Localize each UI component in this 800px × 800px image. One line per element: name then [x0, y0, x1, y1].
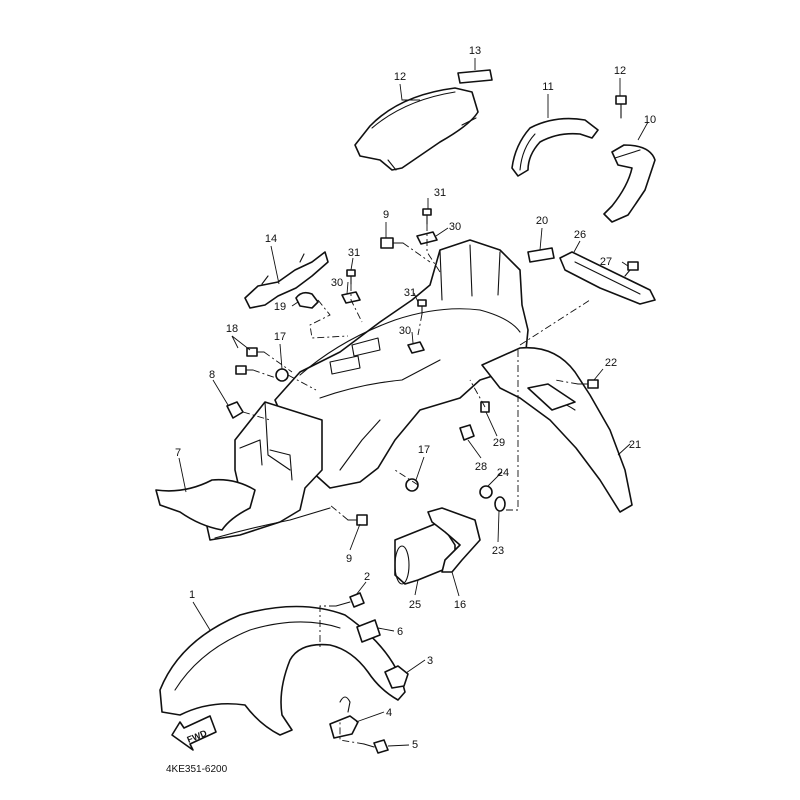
part-16-bracket — [427, 507, 481, 573]
callout-14: 13 — [469, 45, 481, 57]
part-27-bolt — [624, 261, 639, 277]
dash-lines — [242, 224, 591, 745]
callout-numbers: 13 12 11 12 10 14 9 31 30 31 30 19 31 30… — [175, 45, 656, 751]
fastener-30-top — [416, 231, 438, 245]
callout-31-low: 31 — [404, 287, 416, 299]
callout-22: 22 — [605, 357, 617, 369]
part-7-flap — [155, 478, 256, 531]
callout-8: 8 — [209, 369, 215, 381]
fastener-9-lower — [347, 514, 368, 526]
callout-11: 11 — [542, 81, 553, 93]
callout-16: 16 — [454, 599, 466, 611]
callout-1: 1 — [189, 589, 195, 601]
callout-18: 18 — [226, 323, 238, 335]
callout-3: 3 — [427, 655, 433, 667]
fastener-30-mid — [341, 291, 361, 304]
fastener-31-top — [422, 208, 432, 225]
part-4-clip — [329, 696, 359, 739]
part-5-bolt — [363, 739, 389, 754]
callout-29: 29 — [493, 437, 505, 449]
callout-15: 14 — [265, 233, 277, 245]
part-6-sticker — [356, 619, 381, 643]
callout-21: 21 — [629, 439, 641, 451]
part-2-bolt — [335, 592, 365, 608]
part-20-pad — [527, 247, 555, 263]
callout-12: 12 — [614, 65, 626, 77]
part-1-front-fender — [159, 605, 406, 736]
callout-17-lower: 17 — [418, 444, 430, 456]
part-14-sticker — [457, 69, 493, 84]
callout-28: 28 — [475, 461, 487, 473]
part-19-clamp — [295, 291, 319, 309]
fastener-31-mid — [346, 269, 356, 285]
callout-31-top: 31 — [434, 187, 446, 199]
callout-30-top: 30 — [449, 221, 461, 233]
callout-9-lower: 9 — [346, 553, 352, 565]
callout-24: 24 — [497, 467, 509, 479]
fastener-22 — [577, 379, 599, 389]
fastener-9-upper — [380, 237, 404, 249]
fastener-17-upper — [275, 368, 289, 382]
fastener-30-low — [407, 341, 425, 354]
callout-30-mid: 30 — [331, 277, 343, 289]
callout-31-mid: 31 — [348, 247, 360, 259]
catalog-code: 4KE351-6200 — [166, 764, 228, 775]
callout-26: 26 — [574, 229, 586, 241]
callout-17-upper: 17 — [274, 331, 286, 343]
callout-20: 20 — [536, 215, 548, 227]
callout-13: 12 — [394, 71, 406, 83]
fastener-8 — [226, 401, 244, 419]
callout-30-low: 30 — [399, 325, 411, 337]
callout-7: 7 — [175, 447, 181, 459]
callout-19: 19 — [274, 301, 286, 313]
callout-23: 23 — [492, 545, 504, 557]
callout-27: 27 — [600, 256, 612, 268]
fastener-17-lower — [405, 478, 419, 492]
callout-6: 6 — [397, 626, 403, 638]
part-rear-fender-body — [274, 239, 529, 489]
part-15-bracket — [244, 251, 329, 309]
fastener-28 — [459, 424, 475, 441]
fwd-arrow-icon: FWD — [171, 715, 217, 751]
part-12-bolt — [615, 95, 627, 119]
part-21-rear-fender — [481, 346, 633, 513]
fastener-18 — [235, 347, 265, 375]
fastener-24 — [479, 485, 493, 499]
callout-25: 25 — [409, 599, 421, 611]
fastener-31-low — [417, 299, 427, 315]
callout-leaders — [178, 58, 649, 747]
callout-2: 2 — [364, 571, 370, 583]
part-13-seat-cover — [354, 87, 479, 171]
callout-4: 4 — [386, 707, 392, 719]
callout-5: 5 — [412, 739, 418, 751]
part-11-grab-bar — [511, 117, 599, 177]
fastener-23 — [494, 496, 506, 512]
callout-9-upper: 9 — [383, 209, 389, 221]
part-10-bracket — [603, 144, 656, 223]
part-3-grommet — [384, 665, 409, 689]
part-26-bracket — [559, 251, 656, 305]
callout-10: 10 — [644, 114, 656, 126]
